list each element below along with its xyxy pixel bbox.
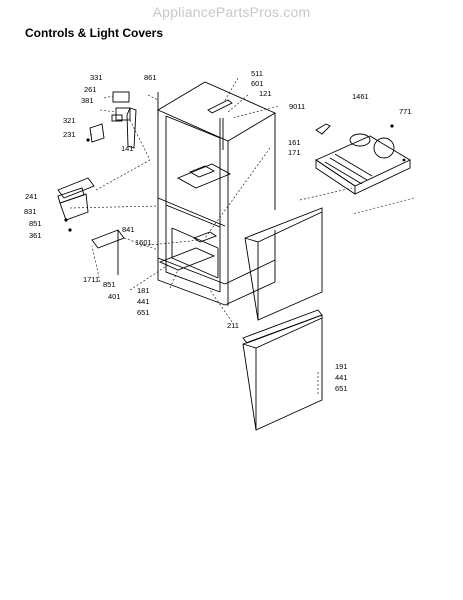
label-181: 181 [137, 286, 150, 295]
control-housing [207, 99, 233, 150]
label-771: 771 [399, 107, 412, 116]
part-labels: 331 261 381 861 511 601 121 9011 1461 77… [24, 69, 412, 393]
label-441-lower: 441 [335, 373, 348, 382]
label-851-upper: 851 [29, 219, 42, 228]
label-331: 331 [90, 73, 103, 82]
lower-drawer-door [242, 309, 323, 431]
label-1711: 1711 [83, 275, 99, 284]
label-841: 841 [122, 225, 135, 234]
upper-drawer-door [244, 207, 323, 321]
label-321: 321 [63, 116, 76, 125]
label-361: 361 [29, 231, 42, 240]
label-171: 171 [288, 148, 301, 157]
label-141: 141 [121, 144, 134, 153]
label-381: 381 [81, 96, 94, 105]
label-511: 511 [251, 69, 263, 78]
label-241: 241 [25, 192, 38, 201]
light-cover-241 [57, 177, 95, 221]
part-141 [126, 107, 137, 149]
label-1461: 1461 [352, 92, 369, 101]
label-211: 211 [227, 321, 239, 330]
part-1461 [315, 123, 331, 135]
cabinet [157, 81, 276, 306]
leader-lines [69, 77, 415, 395]
control-parts-cluster [89, 91, 131, 143]
label-861: 861 [144, 73, 157, 82]
watermark: AppliancePartsPros.com [152, 4, 311, 20]
label-651-lower: 651 [335, 384, 348, 393]
label-831: 831 [24, 207, 37, 216]
label-441-upper: 441 [137, 297, 150, 306]
label-1601: 1601 [135, 238, 152, 247]
label-851-lower: 851 [103, 280, 116, 289]
label-261: 261 [84, 85, 97, 94]
label-601: 601 [251, 79, 264, 88]
label-9011: 9011 [289, 102, 305, 111]
page-title: Controls & Light Covers [25, 26, 164, 40]
label-401: 401 [108, 292, 121, 301]
label-121: 121 [259, 89, 272, 98]
label-161: 161 [288, 138, 301, 147]
part-401 [158, 247, 216, 271]
label-191: 191 [335, 362, 348, 371]
part-1601 [193, 231, 217, 243]
label-231: 231 [63, 130, 76, 139]
light-cover-841 [91, 229, 125, 275]
label-651-upper: 651 [137, 308, 150, 317]
screws [64, 124, 406, 232]
compressor-assembly [315, 133, 411, 195]
